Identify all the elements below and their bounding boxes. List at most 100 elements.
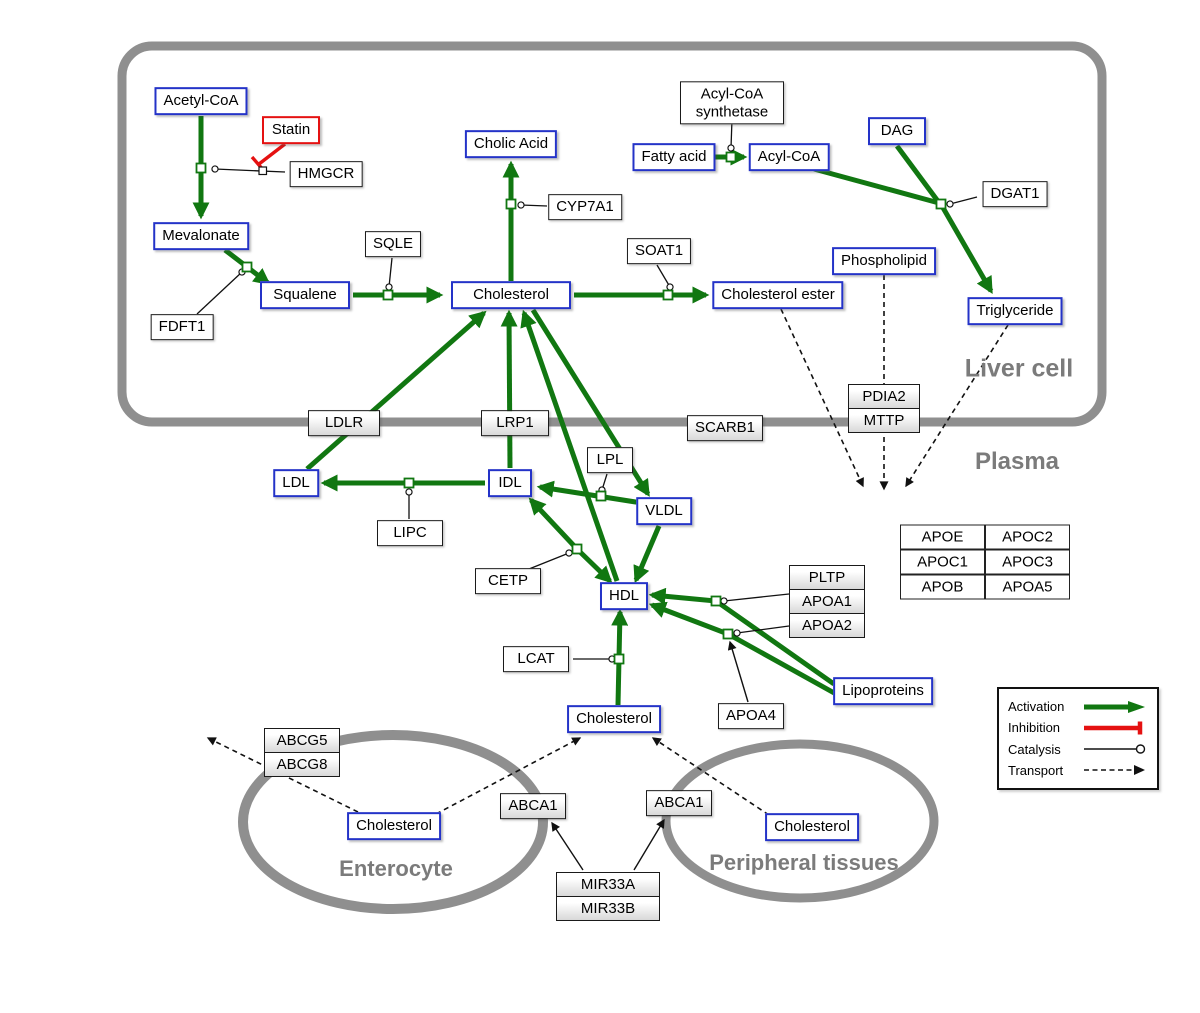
apolipoprotein-table: APOE APOC2 APOC1 APOC3 APOB APOA5 <box>900 524 1070 600</box>
node-apoe[interactable]: APOE <box>900 524 985 550</box>
node-lpl[interactable]: LPL <box>587 447 633 473</box>
reaction-node <box>571 543 583 555</box>
node-cholesterol-peripheral[interactable]: Cholesterol <box>765 813 859 841</box>
arrow-apoa4-node <box>727 640 749 703</box>
node-triglyceride[interactable]: Triglyceride <box>967 297 1063 325</box>
node-scarb1[interactable]: SCARB1 <box>686 415 764 441</box>
node-abca1-enterocyte[interactable]: ABCA1 <box>500 793 566 819</box>
reaction-node <box>613 653 625 665</box>
catalysis-apoa2 <box>733 625 790 637</box>
node-fdft1[interactable]: FDFT1 <box>150 314 214 340</box>
node-abcg5[interactable]: ABCG5 <box>264 728 340 753</box>
edges-activation <box>192 116 994 706</box>
edge-idl-cholesterol-via-lrp1 <box>500 309 518 469</box>
catalysis-circle-icon <box>1084 744 1146 754</box>
node-mir33a[interactable]: MIR33A <box>556 872 660 897</box>
legend-row-inhibition: Inhibition <box>1008 718 1148 737</box>
edge-dag-dgat1node <box>894 144 943 206</box>
reaction-node <box>382 289 394 301</box>
node-apoa2[interactable]: APOA2 <box>789 613 865 638</box>
catalysis-soat1 <box>656 264 674 291</box>
node-lipc[interactable]: LIPC <box>377 520 443 546</box>
plasma-label: Plasma <box>974 448 1060 475</box>
edges-regulation <box>551 640 749 871</box>
edge-ldl-cholesterol-via-ldlr <box>305 310 487 471</box>
node-apoc3[interactable]: APOC3 <box>985 549 1070 575</box>
catalysis-lpl <box>598 473 608 494</box>
edge-vldl-idl <box>536 480 643 506</box>
node-hmgcr[interactable]: HMGCR <box>289 161 363 187</box>
node-cholic-acid[interactable]: Cholic Acid <box>464 130 558 158</box>
node-acyl-coa-synthetase[interactable]: Acyl-CoA synthetase <box>680 81 784 125</box>
node-apoa5[interactable]: APOA5 <box>985 574 1070 600</box>
node-apoa1[interactable]: APOA1 <box>789 589 865 614</box>
legend-transport-label: Transport <box>1008 762 1064 778</box>
membranes <box>117 41 1107 914</box>
node-acyl-coa[interactable]: Acyl-CoA <box>748 143 830 171</box>
node-cetp[interactable]: CETP <box>475 568 541 594</box>
node-apoc2[interactable]: APOC2 <box>985 524 1070 550</box>
node-dag[interactable]: DAG <box>868 117 926 145</box>
node-lipoproteins[interactable]: Lipoproteins <box>833 677 933 705</box>
liver-cell-label: Liver cell <box>964 354 1074 383</box>
inhibition-tbar-icon <box>1084 721 1143 735</box>
node-soat1[interactable]: SOAT1 <box>626 238 692 264</box>
node-pdia2[interactable]: PDIA2 <box>848 384 920 409</box>
node-fatty-acid[interactable]: Fatty acid <box>632 143 716 171</box>
node-ldl[interactable]: LDL <box>273 469 319 497</box>
node-cholesterol-plasma[interactable]: Cholesterol <box>567 705 661 733</box>
node-cholesterol-ester[interactable]: Cholesterol ester <box>712 281 844 309</box>
edge-inhibition-statin <box>250 142 287 174</box>
reaction-node <box>725 151 737 163</box>
node-acetyl-coa[interactable]: Acetyl-CoA <box>154 87 248 115</box>
node-abcg8[interactable]: ABCG8 <box>264 752 340 777</box>
enterocyte-label: Enterocyte <box>339 856 453 881</box>
pdia2-mttp-group: PDIA2 MTTP <box>848 384 920 433</box>
legend-row-transport: Transport <box>1008 761 1148 780</box>
node-cyp7a1[interactable]: CYP7A1 <box>548 194 622 220</box>
edge-dgat1node-triglyceride <box>939 204 994 294</box>
reaction-node <box>662 289 674 301</box>
node-statin[interactable]: Statin <box>262 116 320 144</box>
node-apoc1[interactable]: APOC1 <box>900 549 985 575</box>
legend-catalysis-label: Catalysis <box>1008 741 1061 757</box>
edge-acylcoa-dgat1node <box>813 166 940 206</box>
statin-inhibition-line <box>257 142 287 166</box>
legend-activation-label: Activation <box>1008 699 1065 714</box>
node-sqle[interactable]: SQLE <box>364 231 422 257</box>
catalysis-dgat1 <box>946 196 978 208</box>
node-phospholipid[interactable]: Phospholipid <box>832 247 936 275</box>
node-mttp[interactable]: MTTP <box>848 408 920 433</box>
node-apoa4[interactable]: APOA4 <box>717 703 785 729</box>
node-hdl[interactable]: HDL <box>599 582 649 610</box>
reaction-nodes <box>195 151 947 665</box>
node-abca1-peripheral[interactable]: ABCA1 <box>646 790 712 816</box>
edge-vldl-hdl <box>633 525 662 584</box>
node-cholesterol-liver[interactable]: Cholesterol <box>451 281 571 309</box>
transport-triglyceride-plasma <box>905 324 1009 488</box>
node-idl[interactable]: IDL <box>488 469 532 497</box>
node-pltp[interactable]: PLTP <box>789 565 865 590</box>
node-dgat1[interactable]: DGAT1 <box>982 181 1048 207</box>
node-lrp1[interactable]: LRP1 <box>481 410 549 436</box>
legend-inhibition-label: Inhibition <box>1008 720 1061 736</box>
reaction-node <box>505 198 517 210</box>
catalysis-hmgcr <box>211 165 286 173</box>
transport-enterocyte-cholesterol-plasma <box>435 737 582 815</box>
node-cholesterol-enterocyte[interactable]: Cholesterol <box>347 812 441 840</box>
legend-row-activation: Activation <box>1008 697 1148 716</box>
legend-row-catalysis: Catalysis <box>1008 740 1148 759</box>
catalysis-cetp <box>528 549 573 570</box>
peripheral-tissues-label: Peripheral tissues <box>709 850 899 875</box>
enterocyte-membrane <box>238 730 548 914</box>
node-apob[interactable]: APOB <box>900 574 985 600</box>
reaction-node <box>403 477 415 489</box>
node-squalene[interactable]: Squalene <box>260 281 350 309</box>
node-ldlr[interactable]: LDLR <box>308 410 380 436</box>
node-lcat[interactable]: LCAT <box>503 646 569 672</box>
node-mevalonate[interactable]: Mevalonate <box>153 222 249 250</box>
node-mir33b[interactable]: MIR33B <box>556 896 660 921</box>
legend: Activation Inhibition Catalysis Transpor… <box>997 687 1159 790</box>
node-vldl[interactable]: VLDL <box>636 497 692 525</box>
